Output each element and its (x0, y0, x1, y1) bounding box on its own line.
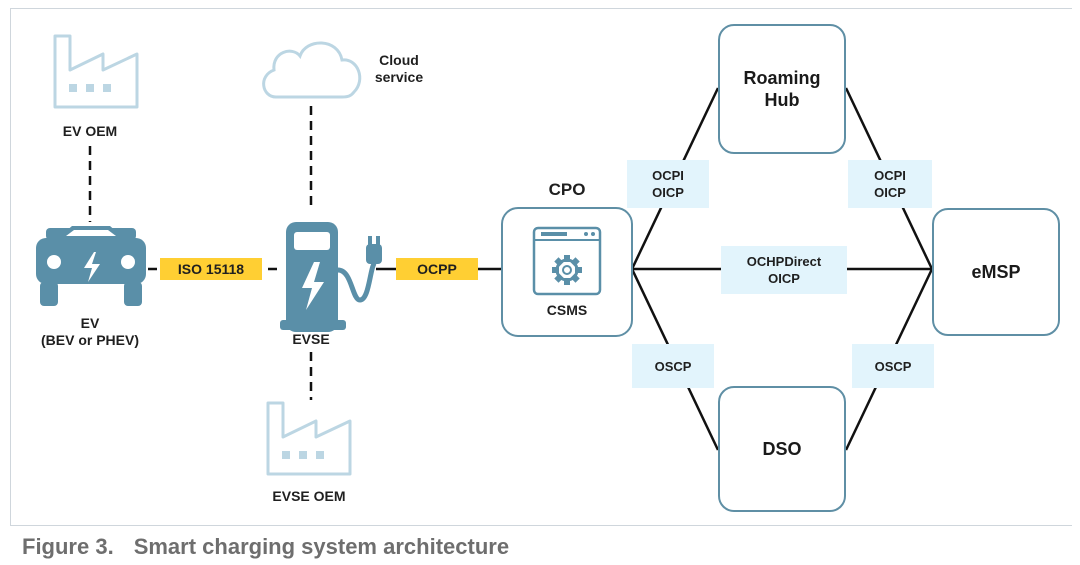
cpo-dso-protocol: OSCP (632, 344, 714, 388)
roaming-hub-line2: Hub (764, 90, 800, 110)
factory-icon (266, 401, 352, 476)
charging-station-icon (280, 222, 382, 332)
dso-emsp-protocol: OSCP (852, 344, 934, 388)
cpo-emsp-protocols: OCHPDirect OICP (721, 246, 847, 294)
protocol-ocpi: OCPI (874, 168, 906, 183)
protocol-ochpdirect: OCHPDirect (746, 254, 822, 269)
protocol-oicp: OICP (768, 271, 800, 286)
protocol-oscp: OSCP (654, 358, 692, 374)
evse-oem-label: EVSE OEM (272, 488, 346, 504)
car-icon (36, 226, 146, 306)
cpo-label: CPO (548, 180, 586, 199)
protocol-oicp: OICP (652, 185, 684, 200)
cloud-icon (262, 41, 362, 99)
ev-label-line2: (BEV or PHEV) (40, 332, 139, 348)
ev-label: EV (BEV or PHEV) (20, 315, 160, 349)
ev-label-line1: EV (80, 315, 100, 331)
figure-frame (10, 8, 1072, 526)
figure-caption: Figure 3. Smart charging system architect… (22, 534, 509, 560)
roaming-hub-line1: Roaming (743, 68, 821, 88)
ocpp-tag: OCPP (396, 258, 478, 280)
figure-number: Figure 3. (22, 534, 114, 559)
csms-label: CSMS (546, 302, 588, 318)
roaming-hub-node: Roaming Hub (718, 24, 846, 154)
emsp-label: eMSP (971, 262, 1021, 282)
factory-icon (53, 34, 139, 109)
dso-node: DSO (718, 386, 846, 512)
roaming-emsp-protocols: OCPI OICP (848, 160, 932, 208)
cloud-label-line1: Cloud (379, 52, 419, 68)
protocol-ocpi: OCPI (652, 168, 684, 183)
protocol-oicp: OICP (874, 185, 906, 200)
cpo-roaming-protocols: OCPI OICP (627, 160, 709, 208)
cloud-service-label: Cloud service (364, 52, 434, 86)
protocol-oscp: OSCP (874, 358, 912, 374)
figure-title: Smart charging system architecture (133, 534, 510, 559)
emsp-node: eMSP (932, 208, 1060, 336)
evse-label: EVSE (292, 331, 330, 347)
iso-15118-tag: ISO 15118 (160, 258, 262, 280)
ev-oem-label: EV OEM (62, 123, 118, 139)
gear-window-icon (532, 226, 602, 296)
cloud-label-line2: service (374, 69, 424, 85)
dso-label: DSO (762, 439, 802, 459)
